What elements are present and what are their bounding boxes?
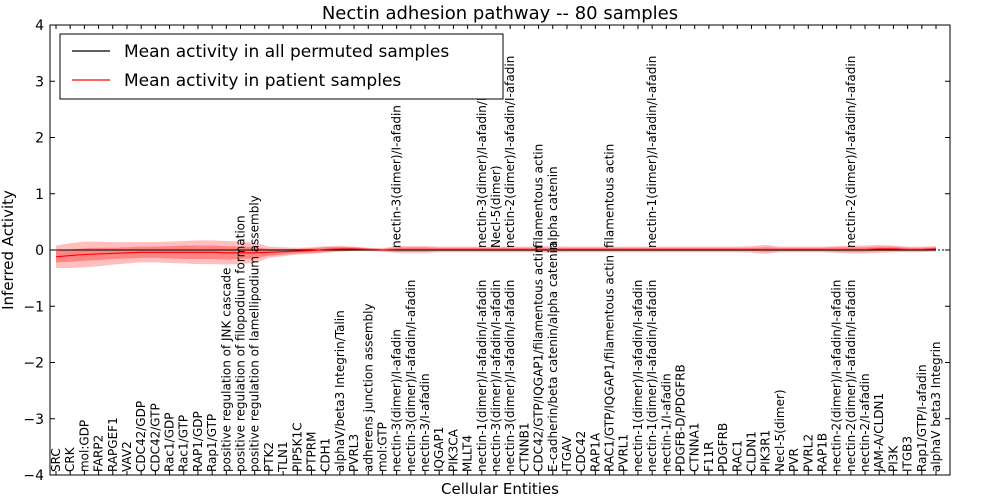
category-label: nectin-1(dimer)/I-afadin/I-afadin [645,280,659,472]
y-tick-label: 4 [35,18,44,34]
y-tick-label: −1 [23,299,44,315]
category-label: CTNNA1 [688,422,702,472]
category-label-overflow: alpha catenin [546,166,560,248]
category-label: IQGAP1 [432,427,446,472]
category-label: Rac1/GTP [177,415,191,472]
category-label: ITGB3 [901,436,915,472]
category-label: PVR [787,448,801,472]
category-label-overflow: nectin-3(dimer)/I-afadin/I-afadin [475,56,489,248]
category-label: PVRL2 [801,434,815,472]
category-label: nectin-3(dimer)/I-afadin/I-afadin [489,280,503,472]
category-label-overflow: nectin-2(dimer)/I-afadin/I-afadin [844,56,858,248]
category-label: positive regulation of filopodium format… [234,215,248,472]
category-label: PDGFB-D/PDGFRB [674,364,688,472]
category-label: PVRL3 [347,434,361,472]
y-tick-label: 2 [35,131,44,147]
series-line-patient [55,248,937,258]
category-label: RAP1A [588,432,602,472]
legend: Mean activity in all permuted samples Me… [59,33,504,100]
category-label: CLDN1 [744,431,758,472]
y-tick-label: 3 [35,74,44,90]
legend-box [59,33,504,100]
category-label: PTPRM [304,432,318,473]
category-label: nectin-2(dimer)/I-afadin/I-afadin [830,280,844,472]
category-label: CDC42/GTP [148,403,162,472]
y-tick-label: 1 [35,187,44,203]
category-label: JAM-A/CLDN1 [872,393,886,473]
category-label: RAC1 [730,440,744,472]
x-axis-label: Cellular Entities [441,480,559,498]
x-axis-ticks [55,25,937,475]
category-label: CDC42 [574,431,588,472]
category-label: RAP1B [815,433,829,472]
category-label: alphaV/beta3 Integrin/Talin [333,310,347,472]
category-label-overflow: nectin-1(dimer)/I-afadin/I-afadin [645,56,659,248]
category-label: nectin-2(dimer)/I-afadin/I-afadin [844,280,858,472]
plot-frame [49,24,951,476]
category-label-overflow: filamentous actin [603,144,617,248]
y-tick-label: −2 [23,356,44,372]
category-label: mol:GTP [375,422,389,472]
category-label: PIK3R1 [759,430,773,472]
category-label: adherens junction assembly [361,303,375,472]
chart-title: Nectin adhesion pathway -- 80 samples [322,3,678,24]
category-label: RAP1/GDP [191,411,205,472]
category-label: PVRL1 [617,434,631,472]
y-tick-label: −4 [23,468,44,484]
category-label: nectin-3/I-afadin [418,373,432,472]
category-label: PIP5K1C [290,422,304,472]
category-label: nectin-3(dimer)/I-afadin/I-afadin [404,280,418,472]
category-label: MLLT4 [461,435,475,472]
y-axis-ticks: −4 −3 −2 −1 0 1 2 3 4 [23,18,950,484]
category-label: nectin-2/I-afadin [858,373,872,472]
category-label: positive regulation of lamellipodium ass… [248,195,262,472]
legend-label-permuted: Mean activity in all permuted samples [124,42,449,62]
category-label: Rac1/GDP [163,413,177,472]
category-label: CRK [63,446,77,472]
category-label-overflow: nectin-2(dimer)/I-afadin/I-afadin [503,56,517,248]
category-label: nectin-1(dimer)/I-afadin/I-afadin [631,280,645,472]
category-label-overflow: Necl-5(dimer) [489,165,503,248]
category-label: FARP2 [92,435,106,472]
category-label: alphaV beta3 Integrin [929,341,943,472]
category-label: nectin-1(dimer)/I-afadin/I-afadin [475,280,489,472]
category-label: CDC42/GTP/IQGAP1/filamentous actin [532,246,546,472]
category-label: TLN1 [276,441,290,473]
category-label: nectin-3(dimer)/I-afadin [390,329,404,472]
category-label: nectin-3(dimer)/I-afadin/I-afadin [503,280,517,472]
category-label: VAV2 [120,441,134,472]
category-label: PDGFRB [716,423,730,472]
category-label-overflow: nectin-3(dimer)/I-afadin [390,105,404,248]
category-label: mol:GDP [77,420,91,472]
category-label: CDH1 [319,438,333,472]
category-label: Rap1/GTP [205,414,219,472]
category-label-overflow: filamentous actin [532,144,546,248]
category-label: Necl-5(dimer) [773,389,787,472]
category-label: PI3K [886,445,900,472]
category-label: RAC1/GTP/IQGAP1/filamentous actin [603,255,617,472]
legend-label-patient: Mean activity in patient samples [124,71,401,91]
category-label: positive regulation of JNK cascade [219,268,233,472]
y-tick-label: 0 [35,243,44,259]
category-label: F11R [702,441,716,472]
category-label: nectin-1/I-afadin [659,373,673,472]
y-axis-label: Inferred Activity [0,190,17,310]
category-label: E-cadherin/beta catenin/alpha catenin [546,242,560,472]
category-label: PIK3CA [446,428,460,472]
category-label: CTNNB1 [517,422,531,472]
category-label: Rap1/GTP/I-afadin [915,364,929,472]
category-label: RAPGEF1 [106,417,120,472]
y-tick-label: −3 [23,412,44,428]
band-outer [56,240,936,268]
category-label: SRC [49,448,63,472]
series-lines [50,248,950,258]
category-label: ITGAV [560,435,574,472]
category-label: CDC42/GDP [134,401,148,472]
category-label: PTK2 [262,442,276,472]
